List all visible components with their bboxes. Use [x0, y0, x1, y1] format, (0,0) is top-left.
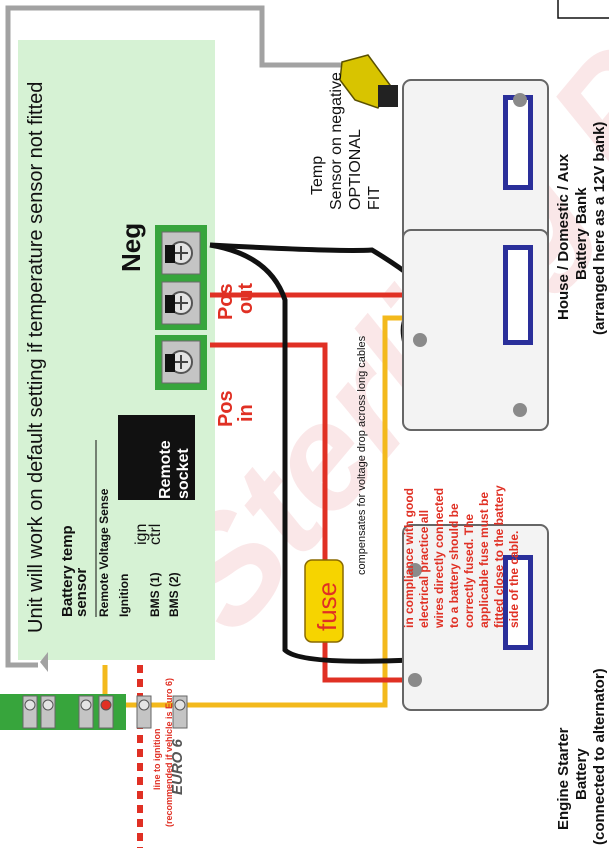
ignition-note-1: line to ignition: [152, 729, 162, 791]
starter-battery-label-3: (connected to alternator): [591, 668, 608, 845]
connector-pin-screw-icon: [80, 699, 92, 711]
connector-pin-screw-icon: [24, 699, 36, 711]
temp-sensor-note-2: Sensor on negative: [328, 72, 345, 210]
pos-in-label-2: in: [235, 404, 257, 422]
neg-wire-starter: [209, 242, 411, 664]
temp-sensor-note-4: FIT: [366, 186, 383, 210]
pos-in-terminal-block: [155, 335, 207, 390]
remote-socket-label-2: socket: [175, 448, 192, 499]
house-bank-label-1: House / Domestic / Aux: [555, 153, 572, 320]
connector-pin-screw-icon: [138, 699, 150, 711]
battery-temp-label-1: Battery temp: [59, 525, 76, 617]
euro-badge-text: EURO 6: [169, 738, 186, 795]
ign-ctrl-label-2: ctrl: [147, 524, 164, 545]
compliance-note-line: to a battery should be: [447, 503, 461, 628]
starter-battery-label-2: Battery: [573, 748, 590, 800]
remote-sense-wire: [102, 315, 410, 708]
remote-voltage-sense-label: Remote Voltage Sense: [97, 488, 111, 617]
starter-battery-label: Engine Starter Battery (connected to alt…: [555, 668, 608, 845]
compensation-note: compensates for voltage drop across long…: [356, 335, 368, 575]
ignition-label: Ignition: [117, 574, 131, 617]
house-battery-1: [402, 79, 549, 266]
battery-temp-label-2: sensor: [73, 568, 90, 617]
pos-in-wire: [210, 342, 410, 683]
pos-in-label-1: Pos: [215, 390, 237, 427]
pos-out-label-1: Pos: [215, 283, 237, 320]
house-bank-label-2: Battery Bank: [573, 187, 590, 280]
starter-battery: [402, 524, 549, 711]
compliance-note-line: in compliance with good: [402, 488, 416, 628]
frame-corner: [557, 0, 609, 19]
connector-pin-screw-icon: [174, 699, 186, 711]
temp-sensor-wire: [5, 5, 345, 668]
fuse-pos-in-label: fuse: [312, 582, 342, 631]
connector-pin-screw-icon: [100, 699, 112, 711]
ign-ctrl-label-1: ign: [133, 524, 150, 545]
compliance-note-line: correctly fused. The: [462, 514, 476, 628]
temp-sensor-note-1: Temp: [309, 156, 326, 195]
neg-terminal-block: [155, 225, 207, 330]
remote-socket-label-1: Remote: [157, 440, 174, 499]
signal-connector-strip: [0, 694, 188, 730]
remote-socket[interactable]: [118, 415, 195, 500]
house-bank-label-3: (arranged here as a 12V bank): [591, 122, 608, 335]
compliance-note-line: fitted close to the battery: [492, 485, 506, 628]
bms1-label: BMS (1): [148, 572, 162, 617]
bms2-label: BMS (2): [167, 572, 181, 617]
neg-label: Neg: [116, 223, 146, 272]
fuse-pos-in: fuse: [304, 559, 344, 643]
temp-sensor-clamp: [339, 54, 398, 109]
compliance-note-line: wires directly connected: [432, 488, 446, 629]
house-battery-2: [402, 229, 549, 431]
euro-badge: EURO 6: [169, 738, 186, 795]
house-bank-label: House / Domestic / Aux Battery Bank (arr…: [555, 122, 608, 335]
default-setting-note: Unit will work on default setting if tem…: [25, 82, 47, 633]
temp-sensor-note-3: OPTIONAL: [347, 129, 364, 210]
pos-out-label-2: out: [235, 283, 257, 314]
ignition-note-2: (recommended if vehicle is Euro 6): [164, 678, 174, 827]
connector-pin-screw-icon: [42, 699, 54, 711]
compliance-note-line: electrical practice all: [417, 510, 431, 628]
compliance-note-line: side of the cable.: [507, 531, 521, 628]
starter-battery-label-1: Engine Starter: [555, 727, 572, 830]
temp-sensor-arrow: [40, 652, 48, 672]
compliance-note-line: applicable fuse must be: [477, 492, 491, 628]
